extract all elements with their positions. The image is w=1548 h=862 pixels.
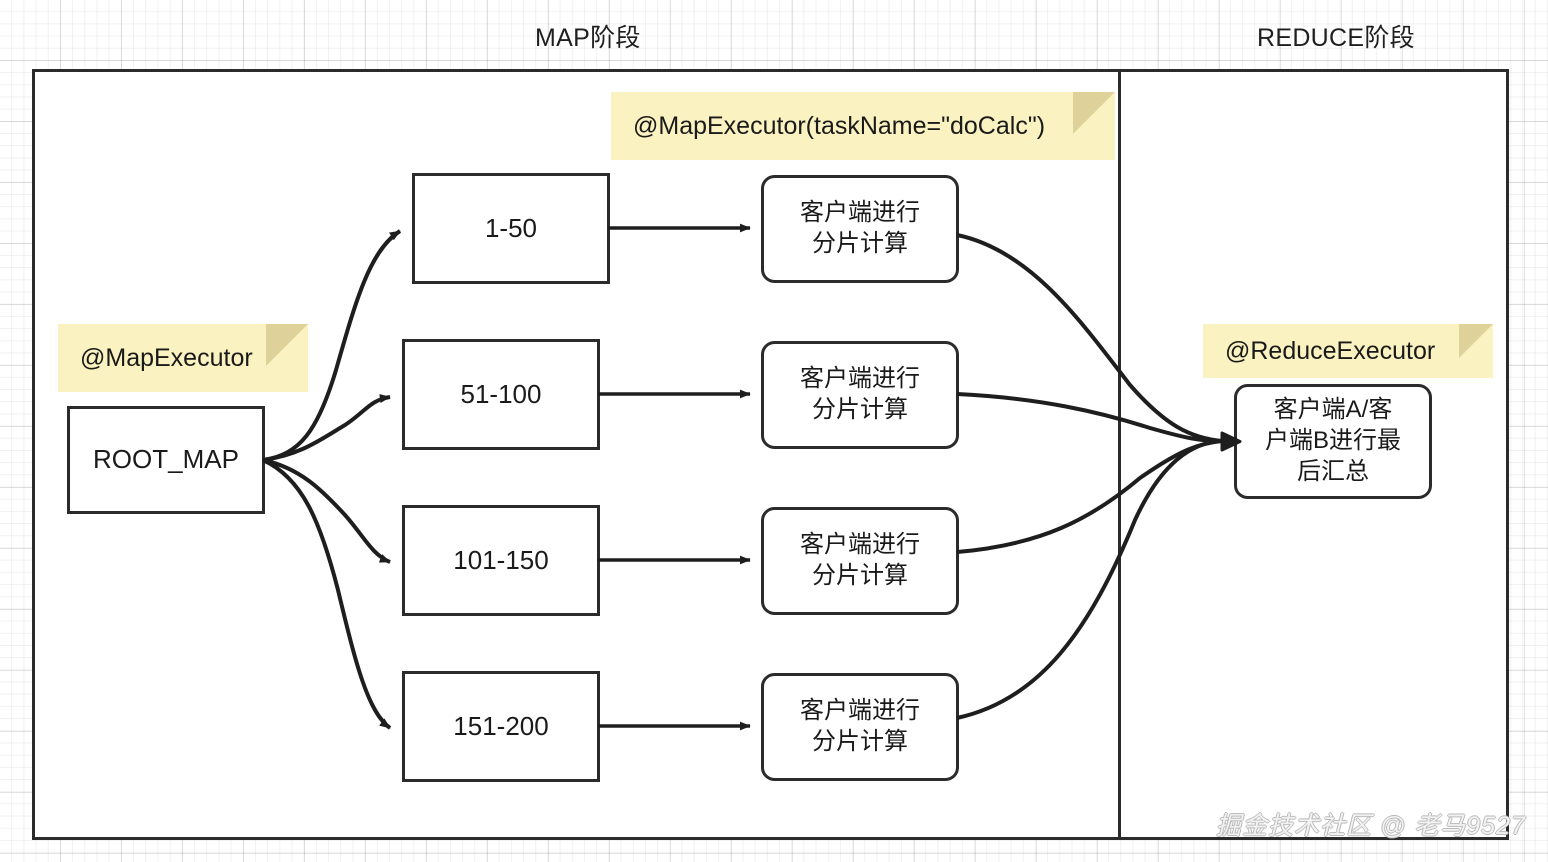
phase-header-map: MAP阶段 [535, 24, 641, 52]
edge-root-to-shard-2 [262, 394, 391, 462]
node-shard-2-shape[interactable] [402, 339, 600, 450]
edge-worker-1-to-reduce [956, 233, 1223, 443]
edge-worker-4-to-reduce [956, 439, 1223, 720]
note-map-executor-task-label: @MapExecutor(taskName="doCalc") [633, 111, 1046, 140]
note-reduce-executor[interactable]: @ReduceExecutor [1203, 324, 1493, 378]
node-worker-1-shape[interactable] [761, 175, 959, 283]
note-map-executor[interactable]: @MapExecutor [58, 324, 308, 392]
watermark: 掘金技术社区 @ 老马9527 [1216, 812, 1526, 840]
node-worker-3-shape[interactable] [761, 507, 959, 615]
edge-root-to-shard-1 [262, 229, 402, 462]
note-fold-icon [266, 324, 308, 366]
note-map-executor-task[interactable]: @MapExecutor(taskName="doCalc") [611, 92, 1115, 160]
note-fold-icon [1459, 324, 1493, 358]
edge-root-to-shard-3 [262, 458, 391, 564]
node-root-map-shape[interactable] [67, 406, 265, 514]
node-shard-3-shape[interactable] [402, 505, 600, 616]
node-worker-2-shape[interactable] [761, 341, 959, 449]
edge-root-to-shard-4 [262, 458, 392, 730]
node-worker-4-shape[interactable] [761, 673, 959, 781]
note-map-executor-label: @MapExecutor [80, 343, 253, 372]
node-reduce-shape[interactable] [1234, 384, 1432, 499]
note-reduce-executor-label: @ReduceExecutor [1225, 336, 1436, 365]
phase-header-reduce: REDUCE阶段 [1257, 24, 1415, 52]
edge-fanin-arrowhead [1220, 431, 1242, 452]
node-shard-4-shape[interactable] [402, 671, 600, 782]
note-fold-icon [1073, 92, 1115, 134]
edge-worker-2-to-reduce [956, 392, 1223, 443]
node-shard-1-shape[interactable] [412, 173, 610, 284]
